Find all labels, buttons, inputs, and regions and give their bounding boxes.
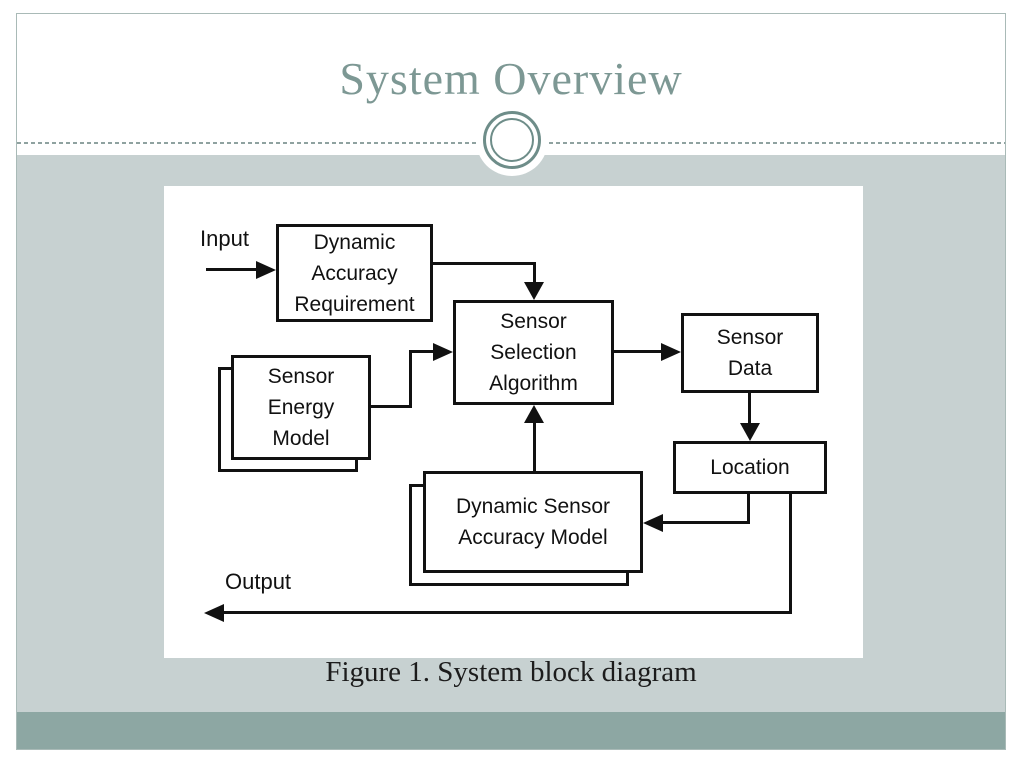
edge-output-arrowhead-icon bbox=[204, 604, 224, 622]
node-sensor-selection-algorithm-label: Sensor Selection Algorithm bbox=[489, 310, 578, 395]
edge-sem-ssa-hline2 bbox=[409, 350, 434, 353]
node-location: Location bbox=[673, 441, 827, 494]
edge-location-dsam-vline bbox=[747, 494, 750, 524]
edge-dsam-ssa-line bbox=[533, 423, 536, 471]
edge-sem-ssa-arrowhead-icon bbox=[433, 343, 453, 361]
ornament-outer-ring bbox=[483, 111, 541, 169]
edge-ssa-sensordata-line bbox=[614, 350, 662, 353]
edge-location-dsam-hline bbox=[663, 521, 750, 524]
node-dynamic-accuracy-requirement: Dynamic Accuracy Requirement bbox=[276, 224, 433, 322]
node-dynamic-sensor-accuracy-model-group: Dynamic Sensor Accuracy Model bbox=[409, 471, 643, 586]
edge-dar-ssa-vline bbox=[533, 262, 536, 283]
node-location-label: Location bbox=[710, 456, 790, 479]
node-dynamic-sensor-accuracy-model: Dynamic Sensor Accuracy Model bbox=[423, 471, 643, 573]
edge-ssa-sensordata-arrowhead-icon bbox=[661, 343, 681, 361]
node-dynamic-sensor-accuracy-model-label: Dynamic Sensor Accuracy Model bbox=[455, 495, 611, 549]
edge-sensordata-location-line bbox=[748, 393, 751, 424]
edge-output-vline bbox=[789, 494, 792, 614]
bottom-accent-bar bbox=[17, 712, 1005, 749]
output-label: Output bbox=[225, 569, 292, 594]
edge-output-hline bbox=[222, 611, 792, 614]
node-sensor-energy-model: Sensor Energy Model bbox=[231, 355, 371, 460]
edge-dar-ssa-hline bbox=[433, 262, 536, 265]
ornament-inner-ring bbox=[490, 118, 534, 162]
edge-sensordata-location-arrowhead-icon bbox=[740, 423, 760, 441]
edge-dar-ssa-arrowhead-icon bbox=[524, 282, 544, 300]
circle-ornament-icon bbox=[476, 104, 548, 176]
edge-location-dsam-arrowhead-icon bbox=[643, 514, 663, 532]
node-sensor-energy-model-group: Sensor Energy Model bbox=[218, 355, 371, 472]
slide-frame: System Overview Input Dynamic Accuracy R… bbox=[16, 13, 1006, 750]
node-dynamic-accuracy-requirement-label: Dynamic Accuracy Requirement bbox=[294, 230, 415, 316]
edge-input-line bbox=[206, 268, 258, 271]
node-sensor-energy-model-label: Sensor Energy Model bbox=[267, 365, 335, 450]
node-sensor-data-label: Sensor Data bbox=[716, 326, 784, 380]
edge-dsam-ssa-arrowhead-icon bbox=[524, 405, 544, 423]
edge-sem-ssa-vline bbox=[409, 350, 412, 408]
node-sensor-data: Sensor Data bbox=[681, 313, 819, 393]
block-diagram: Input Dynamic Accuracy Requirement Senso… bbox=[164, 186, 863, 658]
node-sensor-selection-algorithm: Sensor Selection Algorithm bbox=[453, 300, 614, 405]
edge-sem-ssa-hline1 bbox=[371, 405, 412, 408]
figure-caption: Figure 1. System block diagram bbox=[325, 656, 697, 688]
slide-title: System Overview bbox=[339, 53, 683, 104]
input-label: Input bbox=[200, 226, 249, 251]
edge-input-arrowhead-icon bbox=[256, 261, 276, 279]
